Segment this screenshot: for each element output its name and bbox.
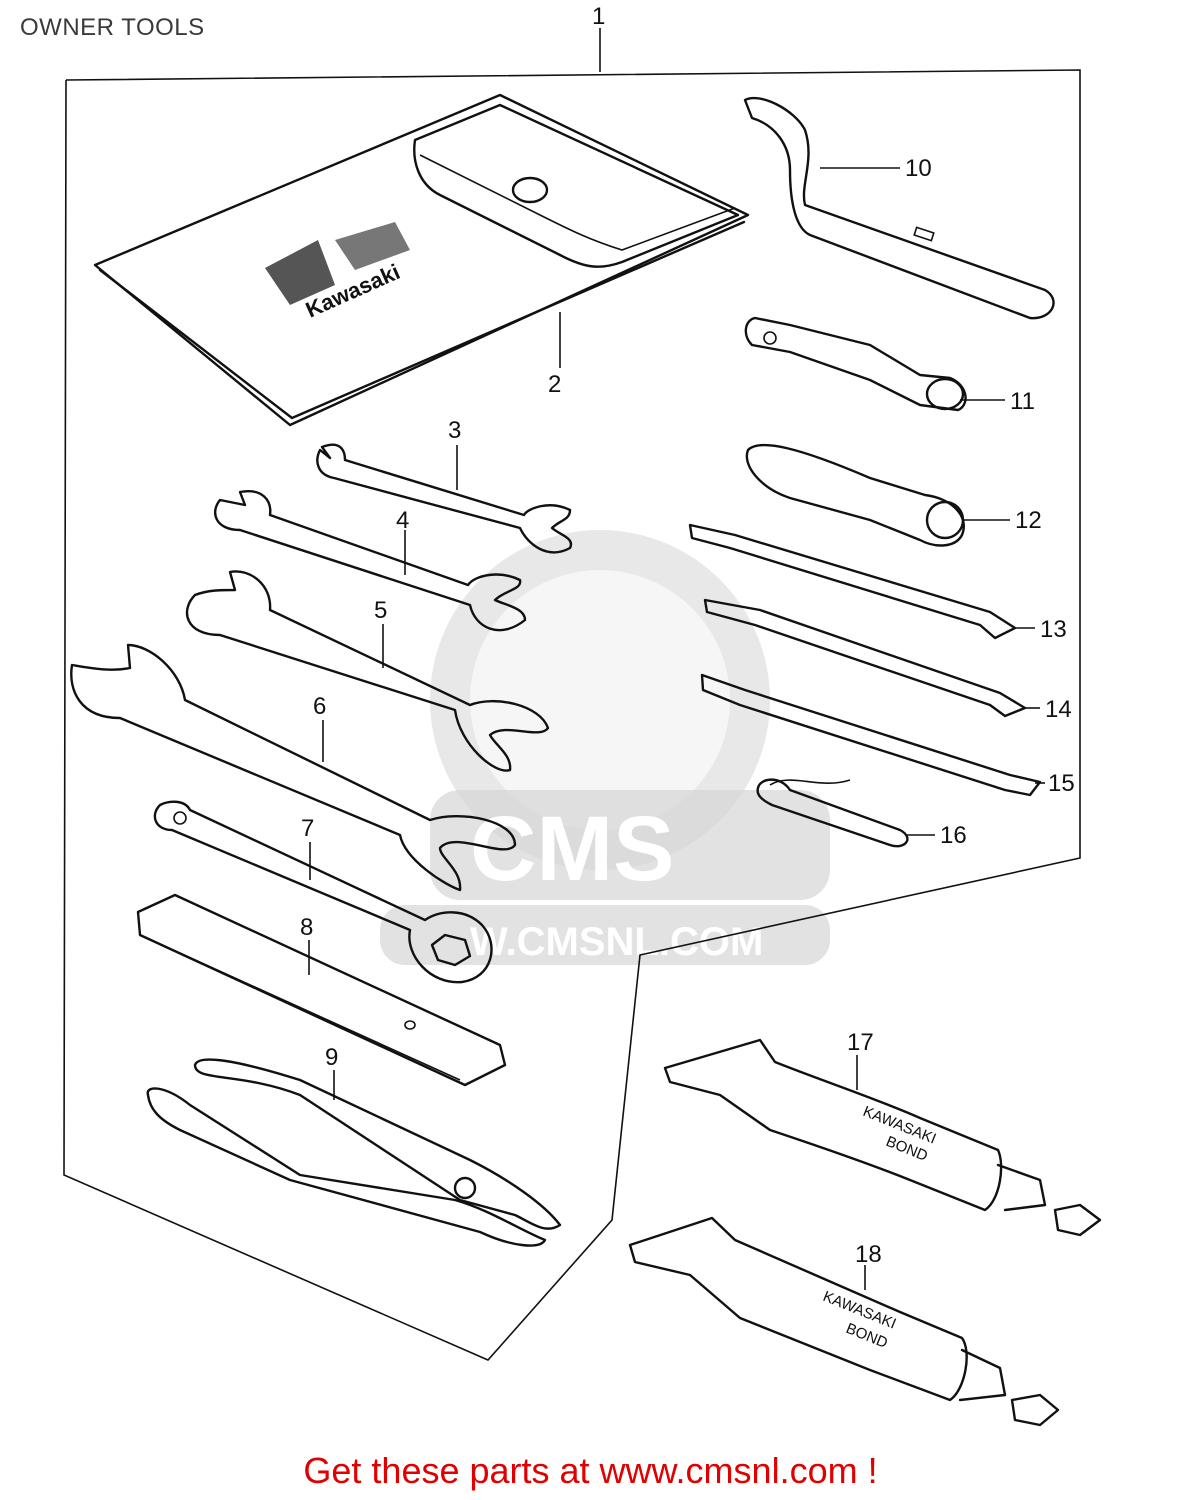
wrench-5: 5 <box>185 570 550 772</box>
page-title: OWNER TOOLS <box>20 14 205 41</box>
tool-pouch: Kawasaki 2 <box>93 93 750 427</box>
screwdriver-13: 13 <box>688 523 1067 643</box>
part-label-13: 13 <box>1040 616 1067 643</box>
part-label-4: 4 <box>396 507 409 534</box>
part-label-3: 3 <box>448 417 461 444</box>
part-label-16: 16 <box>940 822 967 849</box>
box-wrench-7: 7 <box>153 800 493 984</box>
pliers-9: 9 <box>146 1044 562 1247</box>
watermark-url: W.CMSNL.COM <box>470 920 763 964</box>
screwdriver-14: 14 <box>703 598 1072 723</box>
cms-watermark: CMS W.CMSNL.COM <box>380 530 830 965</box>
hook-spanner-10: 10 <box>743 97 1055 320</box>
bond-tube-18: KAWASAKI BOND 18 <box>628 1216 1060 1427</box>
flat-bar-8: 8 <box>136 893 507 1087</box>
kawasaki-logo: Kawasaki <box>265 222 410 323</box>
bond-tube-17: KAWASAKI BOND 17 <box>663 1029 1102 1237</box>
screwdriver-handle-12: 12 <box>745 443 1042 547</box>
part-label-18: 18 <box>855 1241 882 1268</box>
wrench-6: 6 <box>70 643 517 892</box>
screwdriver-15: 15 <box>700 673 1075 797</box>
part-label-1: 1 <box>592 3 605 30</box>
part-label-15: 15 <box>1048 770 1075 797</box>
kit-outline: 1 <box>63 3 1081 1361</box>
part-label-17: 17 <box>847 1029 874 1056</box>
part-label-12: 12 <box>1015 507 1042 534</box>
feeler-gauge-16: 16 <box>756 778 967 849</box>
plug-socket-11: 11 <box>744 316 1035 415</box>
part-label-2: 2 <box>548 371 561 398</box>
part-label-11: 11 <box>1010 388 1035 415</box>
part-label-8: 8 <box>300 914 313 941</box>
part-label-5: 5 <box>374 597 387 624</box>
footer-link[interactable]: Get these parts at www.cmsnl.com ! <box>303 1450 878 1491</box>
part-label-9: 9 <box>325 1044 338 1071</box>
part-label-7: 7 <box>301 815 314 842</box>
wrench-4: 4 <box>214 490 527 632</box>
wrench-3: 3 <box>316 417 573 554</box>
part-label-10: 10 <box>905 155 932 182</box>
part-label-14: 14 <box>1045 696 1072 723</box>
part-label-6: 6 <box>313 693 326 720</box>
